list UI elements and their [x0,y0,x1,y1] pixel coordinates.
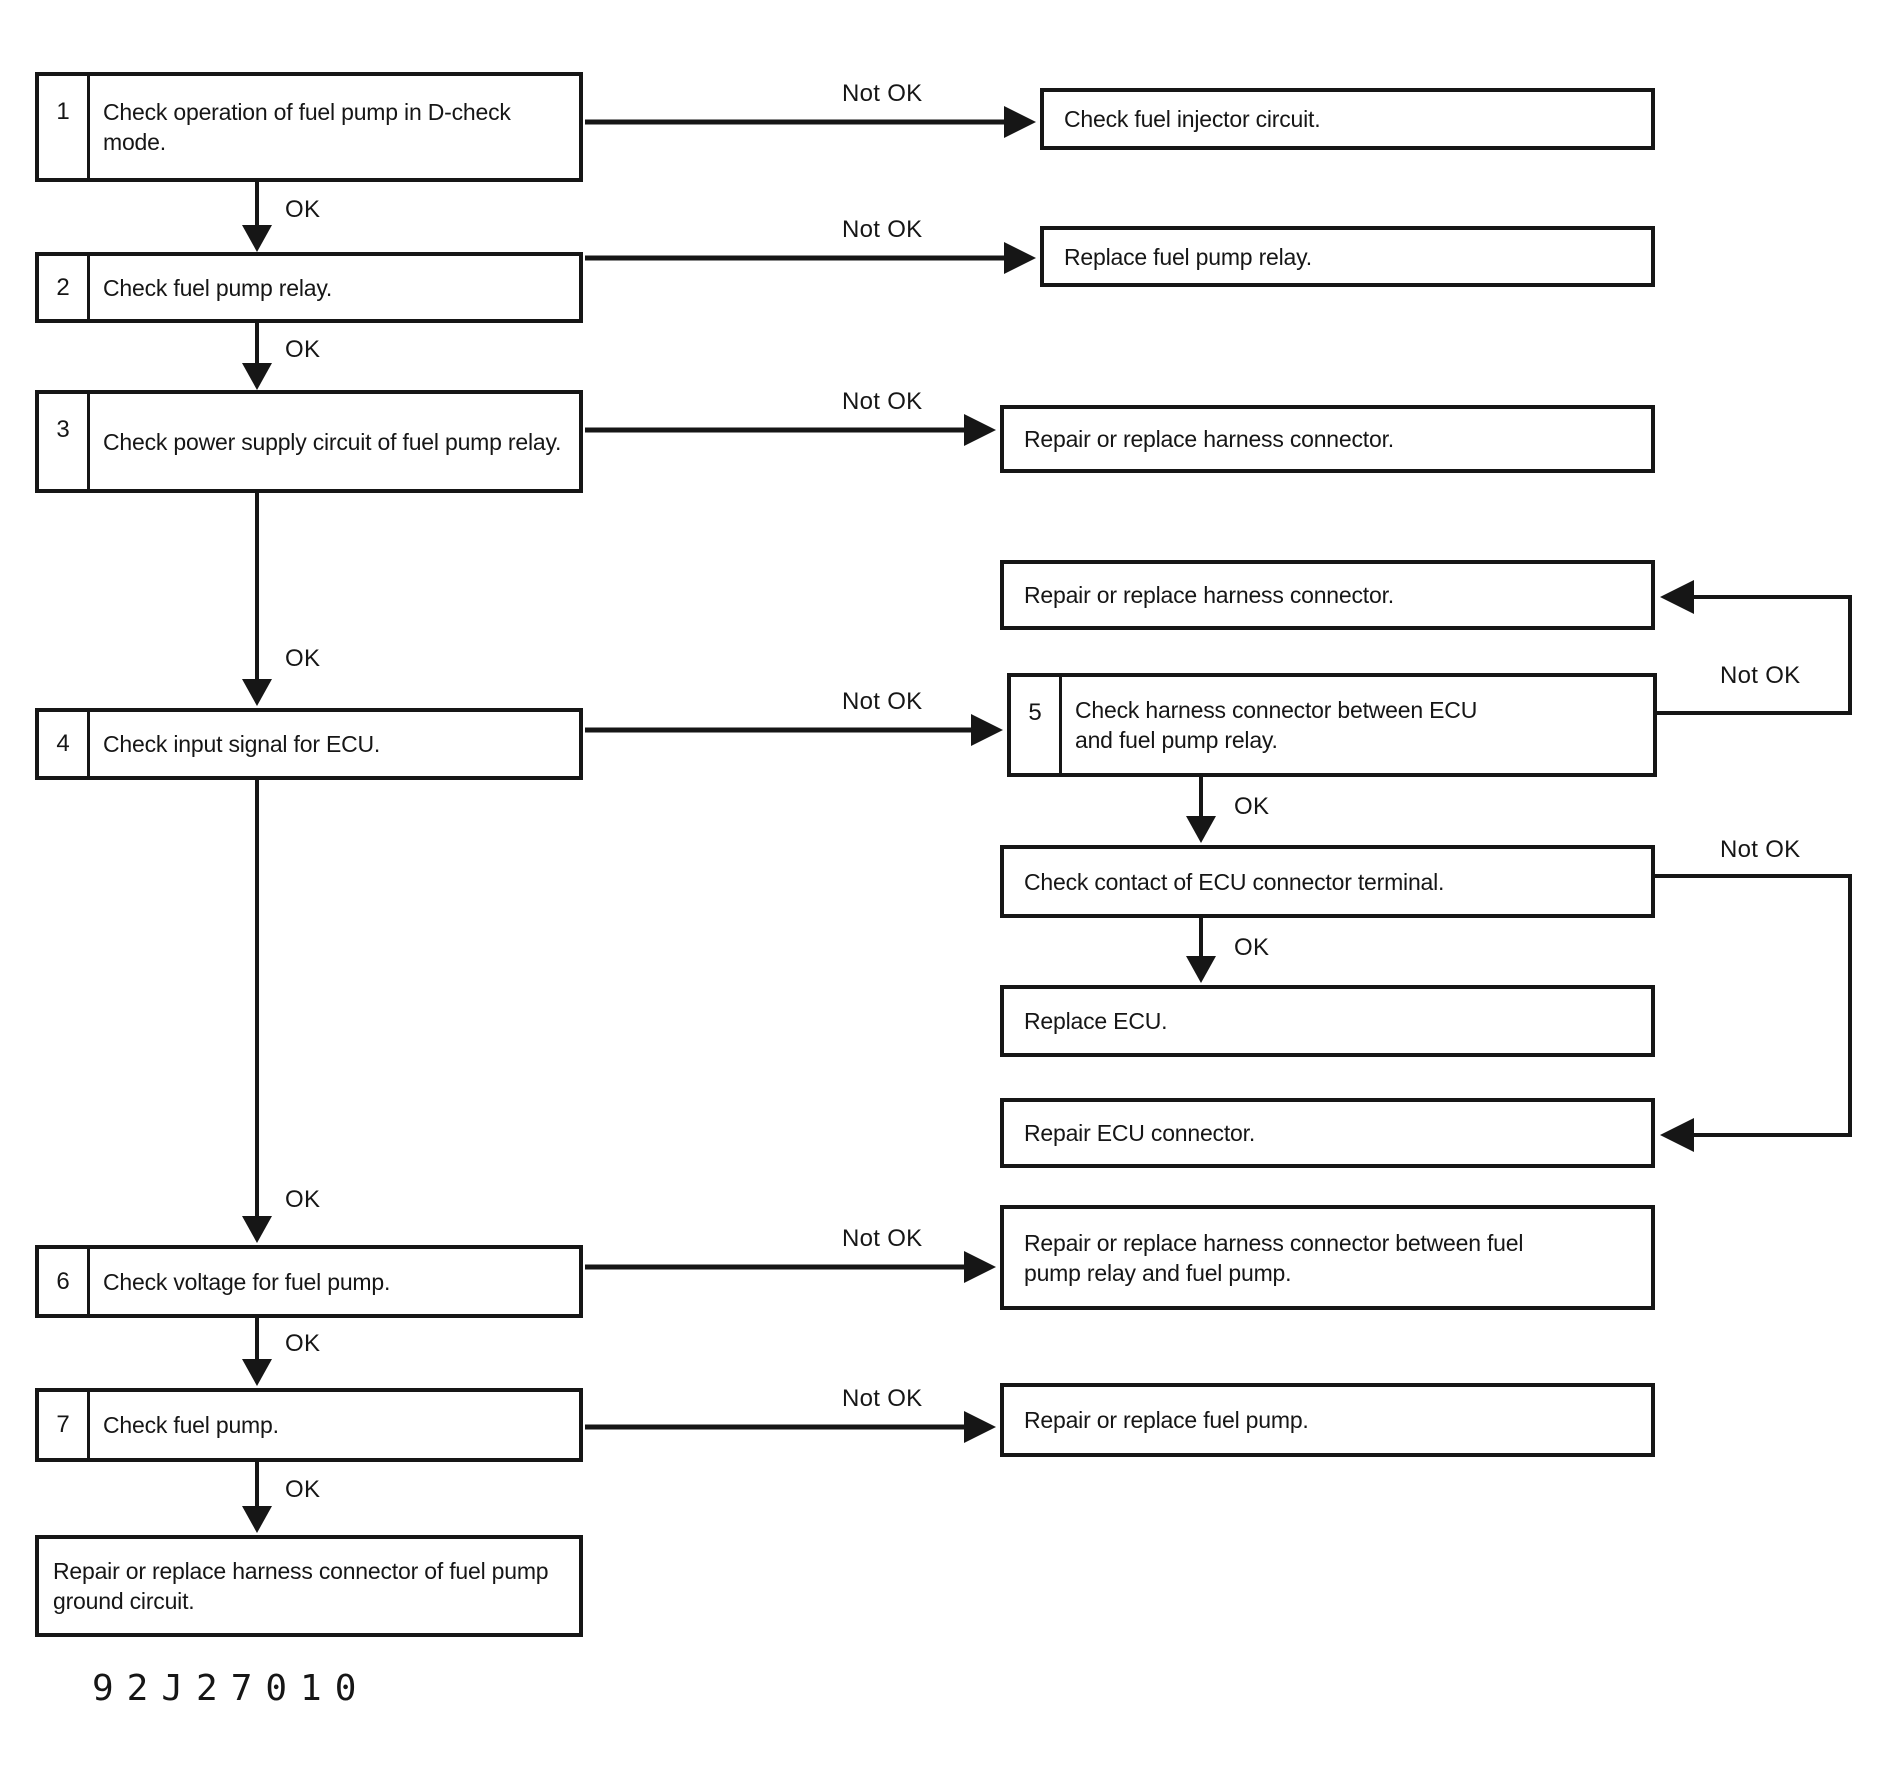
ok-label: OK [1232,793,1272,821]
step-3-box: 3 Check power supply circuit of fuel pum… [35,390,583,493]
not-ok-label: Not OK [840,80,925,108]
loop2-top-line [1655,874,1852,878]
not-ok-label: Not OK [840,388,925,416]
loop1-arrowhead-icon [1660,580,1694,614]
ok-label: OK [1232,934,1272,962]
loop2-vertical-line [1848,874,1852,1137]
step-2-number: 2 [39,256,90,319]
ok-arrow-step1-step2 [241,182,273,252]
ok-arrow-step7-final [241,1462,273,1533]
not-ok-arrow-step6-result8 [585,1251,996,1283]
result-8-box: Repair or replace harness connector betw… [1000,1205,1655,1310]
ok-label: OK [283,1186,323,1214]
step-6-box: 6 Check voltage for fuel pump. [35,1245,583,1318]
not-ok-label: Not OK [1718,662,1803,690]
result-9-box: Repair or replace fuel pump. [1000,1383,1655,1457]
result-8-text: Repair or replace harness connector betw… [1024,1229,1524,1286]
ok-label: OK [283,336,323,364]
ok-label: OK [283,196,323,224]
step-5-box: 5 Check harness connector between ECU an… [1007,673,1657,777]
result-final-text: Repair or replace harness connector of f… [53,1558,549,1614]
step-7-text: Check fuel pump. [103,1412,279,1438]
step-5-number: 5 [1011,677,1062,773]
result-7-text: Repair ECU connector. [1024,1120,1256,1146]
step-1-box: 1 Check operation of fuel pump in D-chec… [35,72,583,182]
result-5-box: Check contact of ECU connector terminal. [1000,845,1655,918]
result-3-box: Repair or replace harness connector. [1000,405,1655,473]
result-2-box: Replace fuel pump relay. [1040,226,1655,287]
ok-arrow-step5-result5 [1185,777,1217,843]
result-7-box: Repair ECU connector. [1000,1098,1655,1168]
ok-arrow-step3-step4 [241,493,273,706]
step-7-number: 7 [39,1392,90,1458]
loop2-arrowhead-icon [1660,1118,1694,1152]
step-1-number: 1 [39,76,90,178]
step-7-box: 7 Check fuel pump. [35,1388,583,1462]
not-ok-arrow-step7-result9 [585,1411,996,1443]
step-3-text: Check power supply circuit of fuel pump … [103,428,562,455]
step-3-number: 3 [39,394,90,489]
result-3-text: Repair or replace harness connector. [1024,426,1394,452]
loop1-top-line [1692,595,1852,599]
result-4-box: Repair or replace harness connector. [1000,560,1655,630]
step-6-text: Check voltage for fuel pump. [103,1268,391,1295]
step-4-box: 4 Check input signal for ECU. [35,708,583,780]
ok-label: OK [283,1476,323,1504]
step-4-text: Check input signal for ECU. [103,731,381,757]
ok-label: OK [283,645,323,673]
result-2-text: Replace fuel pump relay. [1064,243,1312,270]
not-ok-arrow-step1-result1 [585,106,1036,138]
ok-arrow-step4-step6 [241,780,273,1243]
step-2-text: Check fuel pump relay. [103,274,333,301]
result-1-text: Check fuel injector circuit. [1064,106,1321,132]
not-ok-label: Not OK [840,1385,925,1413]
result-9-text: Repair or replace fuel pump. [1024,1407,1309,1433]
result-6-box: Replace ECU. [1000,985,1655,1057]
figure-code: 92J27010 [92,1668,370,1709]
loop2-bottom-line [1692,1133,1852,1137]
step-1-text: Check operation of fuel pump in D-check … [103,99,511,155]
ok-label: OK [283,1330,323,1358]
ok-arrow-step6-step7 [241,1318,273,1386]
ok-arrow-step2-step3 [241,323,273,390]
not-ok-arrow-step4-step5 [585,714,1003,746]
step-5-text: Check harness connector between ECU and … [1075,697,1478,753]
step-6-number: 6 [39,1249,90,1314]
ok-arrow-result5-result6 [1185,918,1217,983]
not-ok-label: Not OK [840,216,925,244]
result-5-text: Check contact of ECU connector terminal. [1024,868,1445,895]
step-4-number: 4 [39,712,90,776]
result-4-text: Repair or replace harness connector. [1024,582,1394,608]
result-final-box: Repair or replace harness connector of f… [35,1535,583,1637]
result-6-text: Replace ECU. [1024,1008,1168,1034]
result-1-box: Check fuel injector circuit. [1040,88,1655,150]
not-ok-label: Not OK [840,1225,925,1253]
not-ok-arrow-step2-result2 [585,242,1036,274]
loop1-vertical-line [1848,595,1852,715]
step-2-box: 2 Check fuel pump relay. [35,252,583,323]
not-ok-label: Not OK [840,688,925,716]
not-ok-label: Not OK [1718,836,1803,864]
not-ok-arrow-step3-result3 [585,414,996,446]
loop1-bottom-line [1657,711,1852,715]
